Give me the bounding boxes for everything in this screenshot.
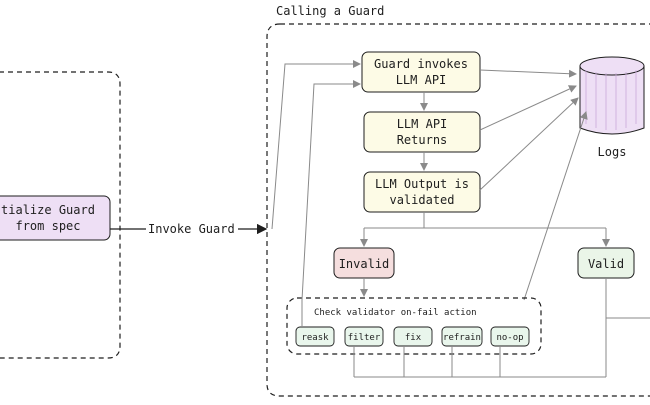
option-reask-label: reask xyxy=(301,333,329,343)
edge-onfail-to-logs xyxy=(523,111,588,301)
output-validated-node: LLM Output is validated xyxy=(363,171,481,213)
output-validated-line2: validated xyxy=(389,193,454,207)
logs-label: Logs xyxy=(598,145,627,159)
initialize-guard-line1: tialize Guard xyxy=(1,203,95,217)
guard-invokes-line2: LLM API xyxy=(396,73,447,87)
option-refrain: refrain xyxy=(441,326,483,347)
output-validated-line1: LLM Output is xyxy=(375,177,469,191)
option-reask: reask xyxy=(295,326,335,347)
option-filter-label: filter xyxy=(348,333,381,343)
calling-guard-container xyxy=(266,23,650,397)
edge-invoke-to-logs xyxy=(479,69,577,78)
llm-returns-line1: LLM API xyxy=(397,117,448,131)
options-bottom-bus xyxy=(353,318,607,378)
option-fix-label: fix xyxy=(405,333,422,343)
calling-guard-title: Calling a Guard xyxy=(276,4,384,18)
edge-validated-to-logs xyxy=(479,97,579,191)
entry-edge-top xyxy=(271,60,361,230)
initialize-guard-line2: from spec xyxy=(15,219,80,233)
invalid-node: Invalid xyxy=(333,247,395,279)
initialize-guard-node: tialize Guard from spec xyxy=(0,195,111,241)
invoke-guard-edge-label: Invoke Guard xyxy=(148,222,235,236)
llm-returns-line2: Returns xyxy=(397,133,448,147)
option-fix: fix xyxy=(393,326,433,347)
valid-node: Valid xyxy=(577,247,635,279)
llm-returns-node: LLM API Returns xyxy=(363,111,481,153)
onfail-container xyxy=(286,297,542,355)
edge-returns-to-logs xyxy=(479,85,577,131)
option-filter: filter xyxy=(344,326,384,347)
logs-database-icon xyxy=(579,56,645,135)
onfail-title: Check validator on-fail action xyxy=(314,308,477,318)
guard-invokes-node: Guard invokes LLM API xyxy=(361,51,481,93)
option-noop: no-op xyxy=(490,326,530,347)
edge-reask-loop xyxy=(301,80,361,327)
edge-valid-down xyxy=(605,278,650,319)
option-noop-label: no-op xyxy=(496,333,523,343)
valid-label: Valid xyxy=(588,257,624,271)
invalid-label: Invalid xyxy=(339,257,390,271)
option-refrain-label: refrain xyxy=(443,333,481,343)
onfail-options: reask filter fix refrain no-op xyxy=(295,326,530,347)
guard-invokes-line1: Guard invokes xyxy=(374,57,468,71)
